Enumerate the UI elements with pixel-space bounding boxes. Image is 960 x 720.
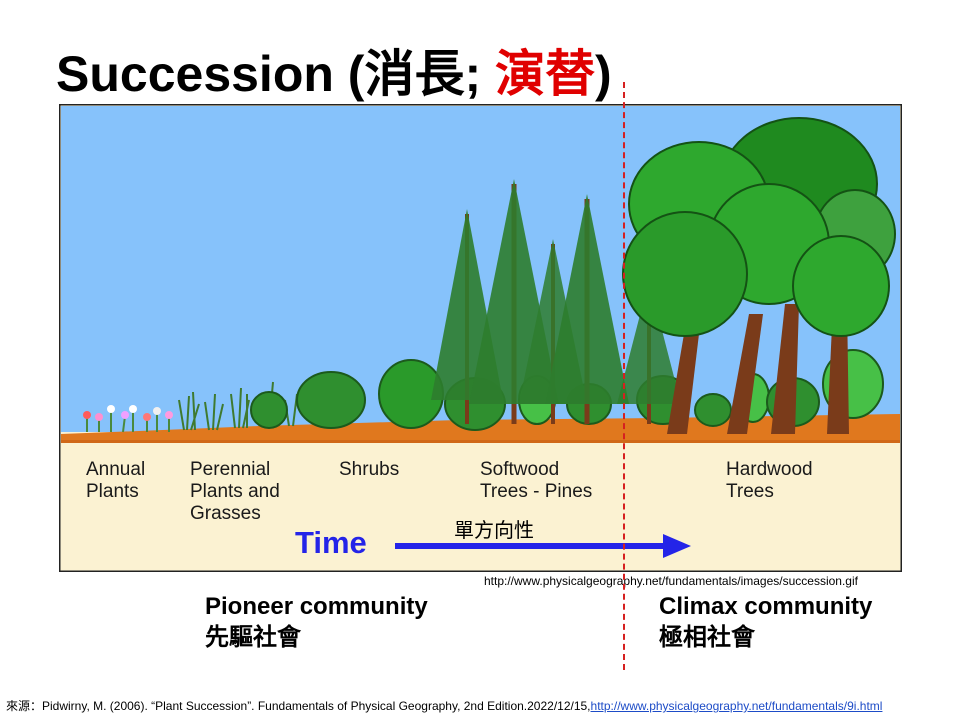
title-highlight: 演替 bbox=[495, 46, 595, 102]
time-arrow bbox=[395, 534, 691, 558]
title-close: ) bbox=[595, 46, 612, 102]
citation-text: 來源：Pidwirny, M. (2006). “Plant Successio… bbox=[6, 699, 591, 713]
direction-label: 單方向性 bbox=[454, 520, 534, 542]
softwood-trees-art bbox=[431, 179, 681, 424]
image-source-url: http://www.physicalgeography.net/fundame… bbox=[484, 574, 858, 588]
divider-dashed-line bbox=[623, 82, 625, 670]
stage-annual-plants: Annual Plants bbox=[86, 459, 146, 502]
climax-community-label: Climax community 極相社會 bbox=[659, 593, 873, 651]
slide-title: Succession (消長; 演替) bbox=[56, 34, 612, 106]
hardwood-trees-art bbox=[622, 117, 896, 434]
pioneer-community-label: Pioneer community 先驅社會 bbox=[205, 593, 428, 651]
stage-softwood-trees: Softwood Trees - Pines bbox=[480, 459, 593, 502]
succession-illustration: Annual Plants Perennial Plants and Grass… bbox=[59, 104, 902, 572]
time-label: Time bbox=[295, 525, 367, 560]
citation: 來源：Pidwirny, M. (2006). “Plant Successio… bbox=[6, 697, 882, 714]
stage-hardwood-trees: Hardwood Trees bbox=[726, 459, 813, 502]
annual-plants-art bbox=[83, 405, 173, 433]
stage-shrubs: Shrubs bbox=[339, 459, 400, 480]
title-main: Succession (消長; bbox=[56, 46, 495, 102]
citation-link[interactable]: http://www.physicalgeography.net/fundame… bbox=[590, 699, 883, 713]
stage-perennial-plants: Perennial Plants and Grasses bbox=[190, 459, 280, 524]
